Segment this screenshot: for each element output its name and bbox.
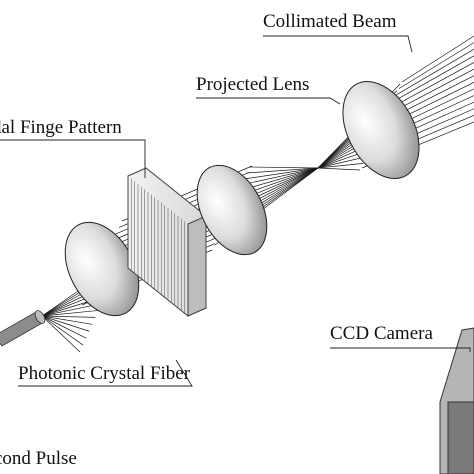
photonic-crystal-fiber	[0, 310, 46, 347]
ray-line	[246, 167, 319, 174]
relay-lens	[196, 164, 268, 256]
ccd-camera	[439, 327, 474, 474]
fringe-pattern-grating	[127, 167, 207, 317]
ray-line	[41, 315, 81, 353]
ray-line	[317, 163, 364, 169]
ray-line	[317, 167, 361, 171]
ray-line	[395, 48, 474, 96]
ray-line	[41, 310, 99, 317]
ray-line	[392, 55, 474, 103]
photonic-crystal-fiber-label: Photonic Crystal Fiber	[18, 363, 191, 384]
leader-lines	[0, 35, 471, 387]
ccd-camera-label: CCD Camera	[330, 323, 433, 344]
ray-line	[317, 156, 367, 169]
ray-line	[401, 35, 474, 83]
ray-line	[243, 167, 319, 180]
fringe-pattern-label: dal Finge Pattern	[0, 117, 122, 138]
ray-line	[41, 315, 96, 318]
ray-line	[398, 42, 474, 89]
ray-line	[241, 167, 319, 186]
ray-line	[41, 315, 93, 325]
projected-lens	[342, 81, 420, 179]
collimated-beam-label: Collimated Beam	[263, 11, 397, 32]
projected-lens-label: Projected Lens	[196, 74, 310, 95]
ray-line	[389, 62, 474, 109]
ray-line	[41, 315, 90, 332]
ray-line	[41, 315, 84, 346]
ray-line	[41, 315, 87, 339]
second-pulse-label: cond Pulse	[0, 448, 77, 469]
ray-line	[248, 166, 319, 169]
